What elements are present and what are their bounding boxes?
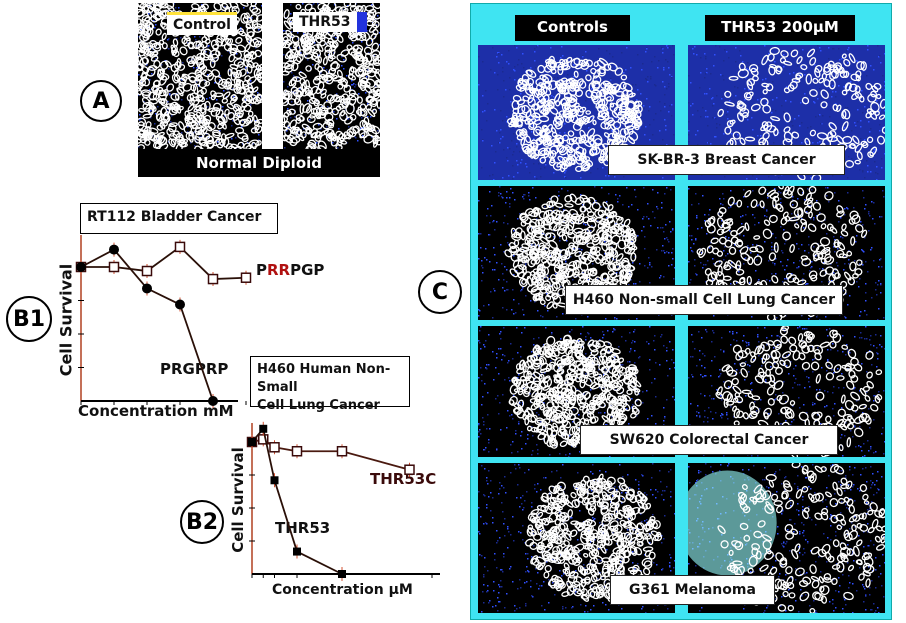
B1-point-prgprp	[76, 262, 86, 272]
B2-point-thr53	[293, 547, 301, 556]
skbr3-thr53-micrograph	[688, 45, 885, 180]
b2-series-label-thr53c: THR53C	[370, 470, 437, 488]
panel-c-label: C	[418, 270, 462, 314]
b2-title-line: H460 Human Non-Small	[257, 362, 391, 395]
B1-point-prrpgp	[174, 241, 186, 253]
col-header-thr53: THR53 200µM	[705, 15, 855, 41]
B1-point-prgprp	[142, 283, 152, 294]
B2-point-thr53	[248, 438, 256, 446]
panel-b1-label: B1	[6, 296, 52, 342]
B1-point-prgprp	[109, 244, 119, 255]
keratinocyte-caption: Normal Diploid Keratinocytes	[138, 149, 380, 200]
col-header-controls: Controls	[515, 15, 630, 41]
B1-line-prrpgp	[81, 245, 247, 280]
B1-point-prrpgp	[141, 265, 153, 277]
b2-xlabel: Concentration µM	[272, 582, 413, 598]
B2-point-thr53c	[336, 445, 348, 457]
B1-point-prrpgp	[108, 261, 120, 273]
B1-point-prrpgp	[207, 273, 219, 285]
B2-point-thr53	[259, 424, 268, 433]
row-caption-skbr3: SK-BR-3 Breast Cancer	[608, 145, 845, 175]
b1-series-label-prrpgp: PRRPGP	[256, 261, 325, 279]
skbr3-control-micrograph	[478, 45, 675, 180]
b1-series-label-prgprp: PRGPRP	[160, 360, 229, 378]
B2-point-thr53c	[291, 445, 303, 457]
panel-b2-label: B2	[180, 500, 224, 544]
B1-point-prgprp	[208, 396, 218, 406]
row-caption-g361: G361 Melanoma	[610, 575, 775, 605]
b1-xlabel: Concentration mM	[78, 402, 234, 420]
control-label: Control	[167, 12, 237, 35]
panel-a-label: A	[80, 80, 122, 122]
B2-point-thr53c	[404, 464, 415, 475]
B2-point-thr53	[270, 476, 279, 485]
row-caption-sw620: SW620 Colorectal Cancer	[580, 425, 838, 455]
B1-point-prgprp	[175, 299, 185, 310]
b1-title: RT112 Bladder Cancer	[80, 203, 278, 234]
thr53-label: THR53	[293, 12, 367, 32]
row-caption-h460: H460 Non-small Cell Lung Cancer	[565, 285, 843, 315]
b2-title-line: Cell Lung Cancer	[257, 398, 380, 413]
B2-point-thr53	[338, 570, 346, 578]
B2-point-thr53c	[269, 442, 280, 453]
B1-point-prrpgp	[240, 272, 252, 283]
